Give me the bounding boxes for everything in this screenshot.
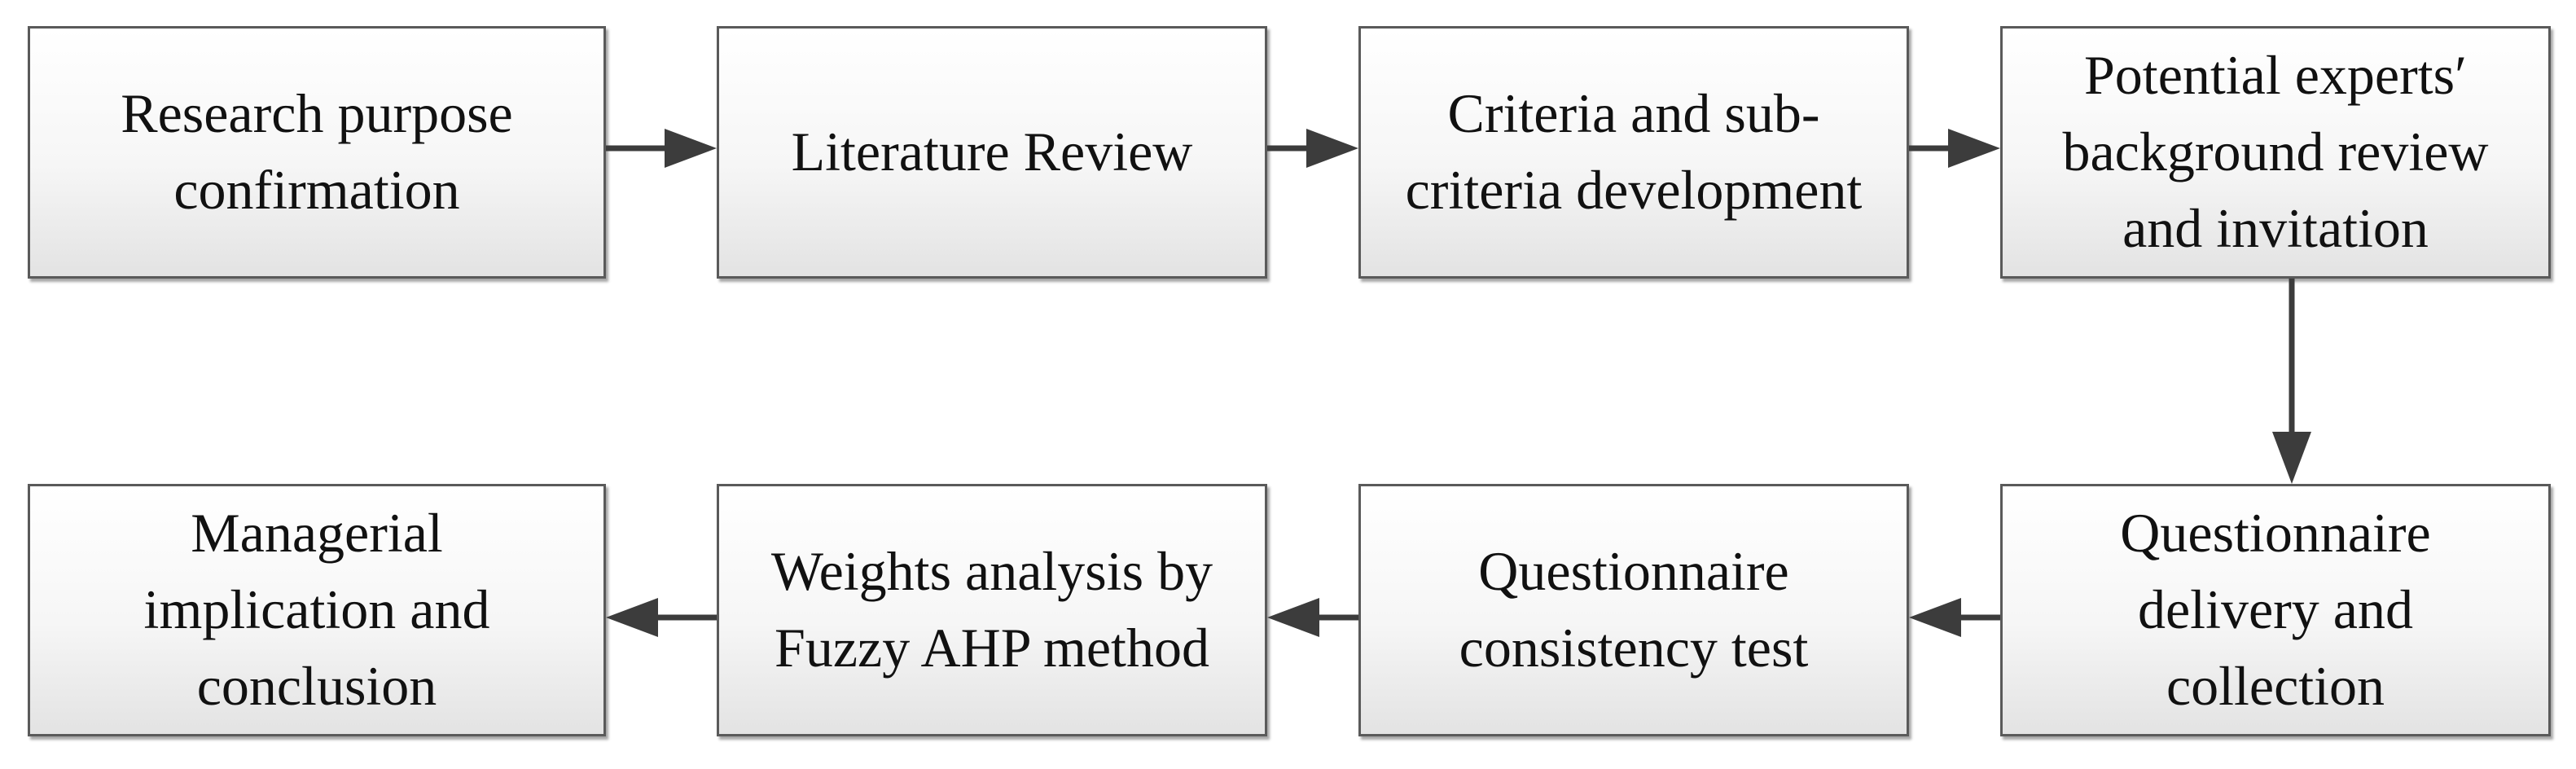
step-text-line: Fuzzy AHP method (775, 617, 1209, 679)
step-research-purpose: Research purpose confirmation (28, 26, 606, 279)
step-text-line: Questionnaire (2120, 502, 2431, 565)
step-text-line: Literature Review (791, 121, 1193, 183)
step-text-line: Managerial (191, 502, 443, 565)
arrow-2-to-3 (1267, 129, 1358, 168)
step-text-line: conclusion (196, 654, 437, 717)
step-text-line: Potential experts′ (2083, 44, 2467, 107)
step-text-line: criteria development (1405, 159, 1863, 221)
step-text-line: collection (2166, 654, 2385, 717)
arrow-4-to-5 (2272, 279, 2311, 484)
step-text-line: Questionnaire (1478, 540, 1789, 603)
step-text-line: and invitation (2122, 196, 2429, 259)
arrow-5-to-6 (1909, 598, 2000, 637)
step-text-line: Weights analysis by (770, 540, 1213, 603)
step-weights-analysis: Weights analysis by Fuzzy AHP method (717, 484, 1267, 736)
step-text-line: confirmation (173, 159, 460, 221)
step-experts-review: Potential experts′ background review and… (2000, 26, 2551, 279)
arrow-6-to-7 (1267, 598, 1358, 637)
arrow-1-to-2 (606, 129, 717, 168)
step-text-line: Research purpose (121, 82, 513, 145)
step-text-line: Criteria and sub- (1447, 82, 1820, 145)
step-consistency-test: Questionnaire consistency test (1358, 484, 1909, 736)
step-text-line: background review (2062, 121, 2489, 183)
step-text-line: implication and (143, 578, 490, 641)
arrow-7-to-8 (606, 598, 717, 637)
arrow-3-to-4 (1909, 129, 2000, 168)
step-managerial-implication: Managerial implication and conclusion (28, 484, 606, 736)
step-text-line: delivery and (2138, 578, 2413, 641)
step-literature-review: Literature Review (717, 26, 1267, 279)
step-questionnaire-delivery: Questionnaire delivery and collection (2000, 484, 2551, 736)
step-criteria-development: Criteria and sub- criteria development (1358, 26, 1909, 279)
step-text-line: consistency test (1459, 617, 1809, 679)
